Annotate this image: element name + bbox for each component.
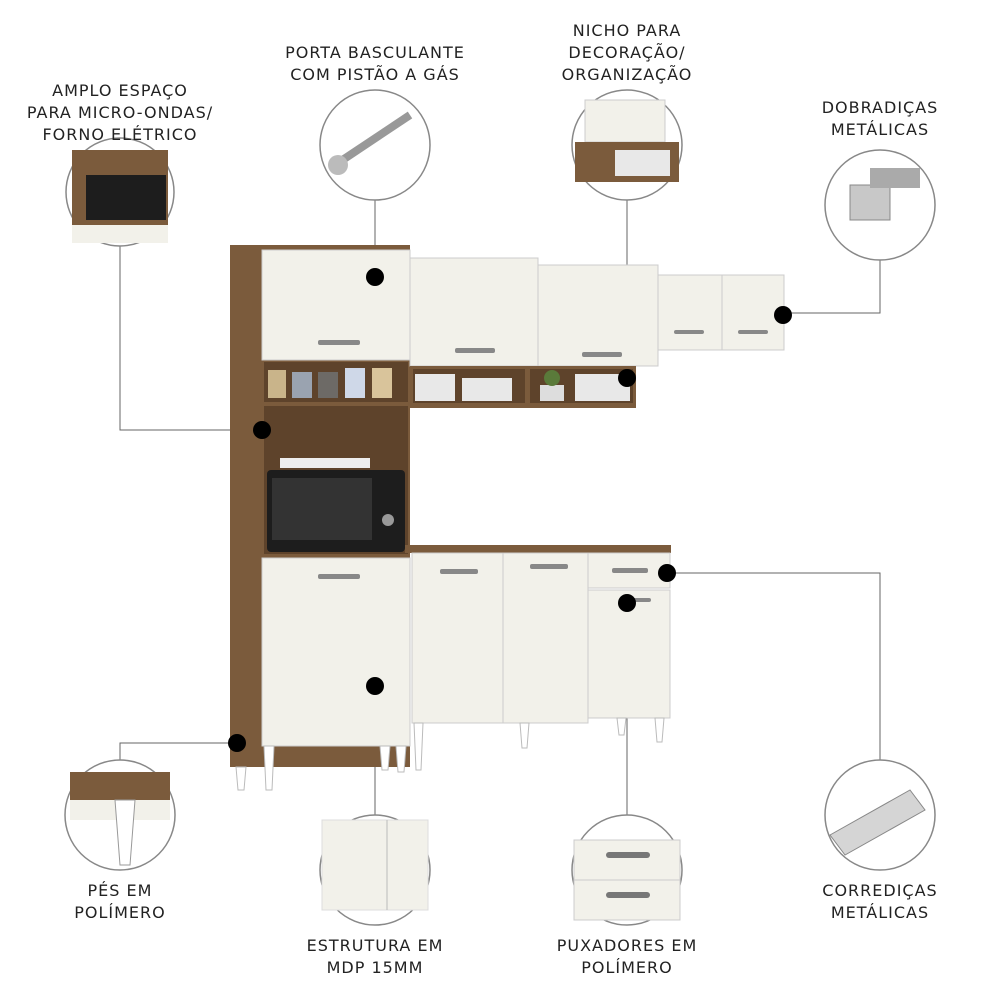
tall-cabinet	[230, 245, 411, 791]
label-hinges: DOBRADIÇAS METÁLICAS	[780, 97, 980, 141]
label-line: ESTRUTURA EM	[306, 936, 444, 955]
label-line: DOBRADIÇAS	[821, 98, 939, 117]
label-line: PÉS EM	[87, 881, 153, 900]
label-line: CORREDIÇAS	[822, 881, 938, 900]
label-line: PARA MICRO-ONDAS/	[26, 103, 214, 122]
upper-cabinets	[409, 257, 785, 408]
detail-circles	[64, 89, 936, 926]
plates	[415, 374, 630, 401]
label-line: FORNO ELÉTRICO	[42, 125, 198, 144]
label-line: PORTA BASCULANTE	[285, 43, 465, 62]
jars	[268, 368, 392, 398]
label-feet: PÉS EM POLÍMERO	[20, 880, 220, 924]
label-structure: ESTRUTURA EM MDP 15MM	[275, 935, 475, 979]
label-line: METÁLICAS	[830, 120, 930, 139]
label-line: POLÍMERO	[581, 958, 673, 977]
label-line: PUXADORES EM	[556, 936, 698, 955]
label-line: METÁLICAS	[830, 903, 930, 922]
label-slides: CORREDIÇAS METÁLICAS	[780, 880, 980, 924]
label-line: ORGANIZAÇÃO	[561, 65, 693, 84]
marker-dots	[228, 268, 792, 752]
label-line: COM PISTÃO A GÁS	[290, 65, 460, 84]
label-microwave: AMPLO ESPAÇO PARA MICRO-ONDAS/ FORNO ELÉ…	[20, 80, 220, 146]
label-niche: NICHO PARA DECORAÇÃO/ ORGANIZAÇÃO	[527, 20, 727, 86]
label-line: AMPLO ESPAÇO	[52, 81, 188, 100]
lower-cabinets	[395, 545, 671, 773]
label-line: MDP 15MM	[326, 958, 424, 977]
label-line: NICHO PARA	[572, 21, 682, 40]
label-line: POLÍMERO	[74, 903, 166, 922]
label-piston: PORTA BASCULANTE COM PISTÃO A GÁS	[275, 42, 475, 86]
piston-detail	[319, 89, 431, 201]
label-handles: PUXADORES EM POLÍMERO	[527, 935, 727, 979]
label-line: DECORAÇÃO/	[568, 43, 686, 62]
